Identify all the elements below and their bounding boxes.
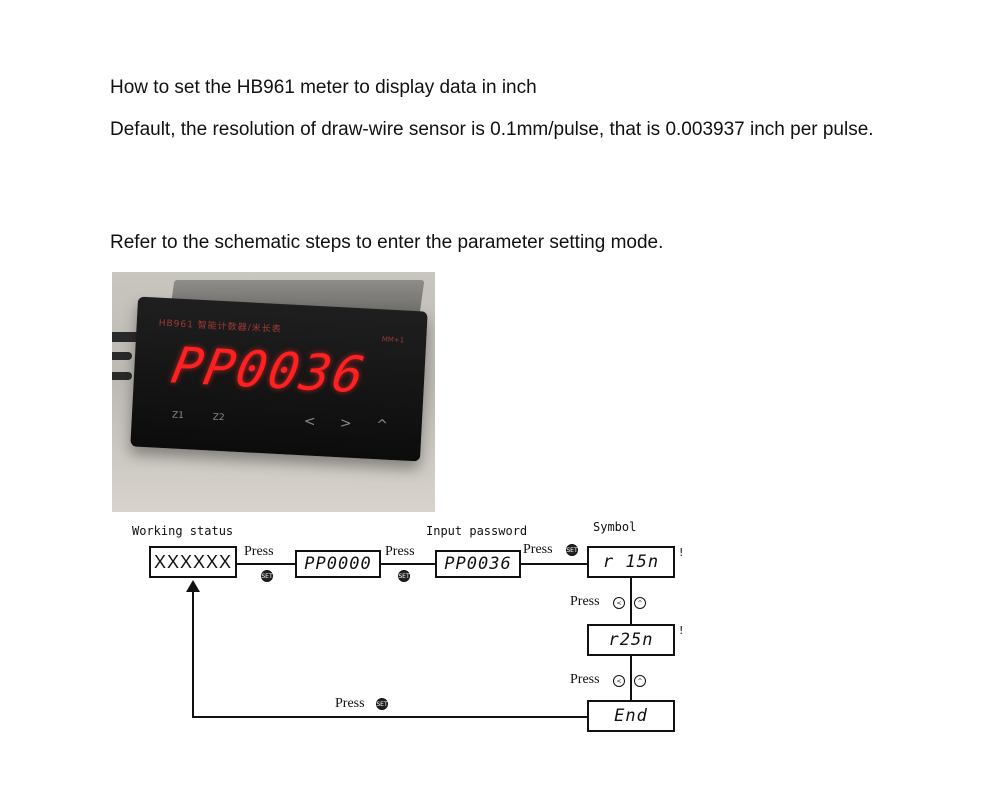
flow-diagram: Working status Input password Symbol XXX… — [120, 518, 700, 748]
label-working-status: Working status — [132, 524, 234, 538]
box-working-status-text: XXXXXX — [153, 551, 233, 572]
left-key-icon: < — [613, 675, 625, 687]
box-pp0036: PP0036 — [435, 550, 521, 578]
left-key-icon: < — [613, 597, 625, 609]
box-end-text: End — [614, 706, 648, 726]
press-label-6: Press — [335, 696, 365, 711]
meter-keys: Z1 Z2 — [172, 410, 251, 424]
paragraph-resolution: Default, the resolution of draw-wire sen… — [110, 119, 874, 140]
box-working-status: XXXXXX — [149, 546, 237, 578]
meter-model-tag: MM+1 — [381, 335, 405, 345]
box-pp0000: PP0000 — [295, 550, 381, 578]
up-key-icon: ^ — [634, 675, 646, 687]
press-label-5: Press — [570, 672, 600, 687]
up-key-icon: ^ — [634, 597, 646, 609]
meter-key-z2: Z2 — [212, 412, 225, 424]
meter-photo: HB961 智能计数器/米长表 MM+1 PP0036 Z1 Z2 < > ^ — [112, 272, 435, 512]
meter-bezel: HB961 智能计数器/米长表 MM+1 PP0036 Z1 Z2 < > ^ — [130, 296, 428, 462]
cable — [112, 372, 132, 380]
connector — [381, 563, 435, 565]
press-label-1: Press — [244, 544, 274, 559]
paragraph-instructions: Refer to the schematic steps to enter th… — [110, 232, 664, 253]
box-end: End — [587, 700, 675, 732]
connector — [630, 578, 632, 624]
label-input-password: Input password — [426, 524, 528, 538]
cable — [112, 352, 132, 360]
box-r25n-text: r25n — [608, 630, 654, 650]
meter-brand: HB961 智能计数器/米长表 — [158, 318, 282, 336]
box-pp0036-text: PP0036 — [444, 554, 512, 574]
meter-arrow-keys: < > ^ — [303, 413, 399, 435]
label-symbol: Symbol — [593, 520, 637, 534]
connector — [237, 563, 295, 565]
arrow-up-icon — [186, 580, 200, 592]
press-label-3: Press — [523, 542, 553, 557]
box-r15n: r 15n — [587, 546, 675, 578]
meter-key-z1: Z1 — [171, 410, 185, 422]
return-line — [192, 716, 587, 718]
set-key-icon: SET — [566, 544, 578, 556]
cable — [112, 332, 142, 342]
connector — [521, 563, 587, 565]
set-key-icon: SET — [376, 698, 388, 710]
mark-r25n: ! — [679, 624, 684, 637]
connector — [630, 656, 632, 700]
meter-display: PP0036 — [166, 336, 371, 405]
set-key-icon: SET — [261, 570, 273, 582]
box-r15n-text: r 15n — [602, 552, 660, 572]
set-key-icon: SET — [398, 570, 410, 582]
box-r25n: r25n — [587, 624, 675, 656]
mark-r15n: ! — [679, 546, 684, 559]
press-label-2: Press — [385, 544, 415, 559]
press-label-4: Press — [570, 594, 600, 609]
return-line — [192, 590, 194, 717]
page-title: How to set the HB961 meter to display da… — [110, 77, 537, 98]
box-pp0000-text: PP0000 — [304, 554, 372, 574]
